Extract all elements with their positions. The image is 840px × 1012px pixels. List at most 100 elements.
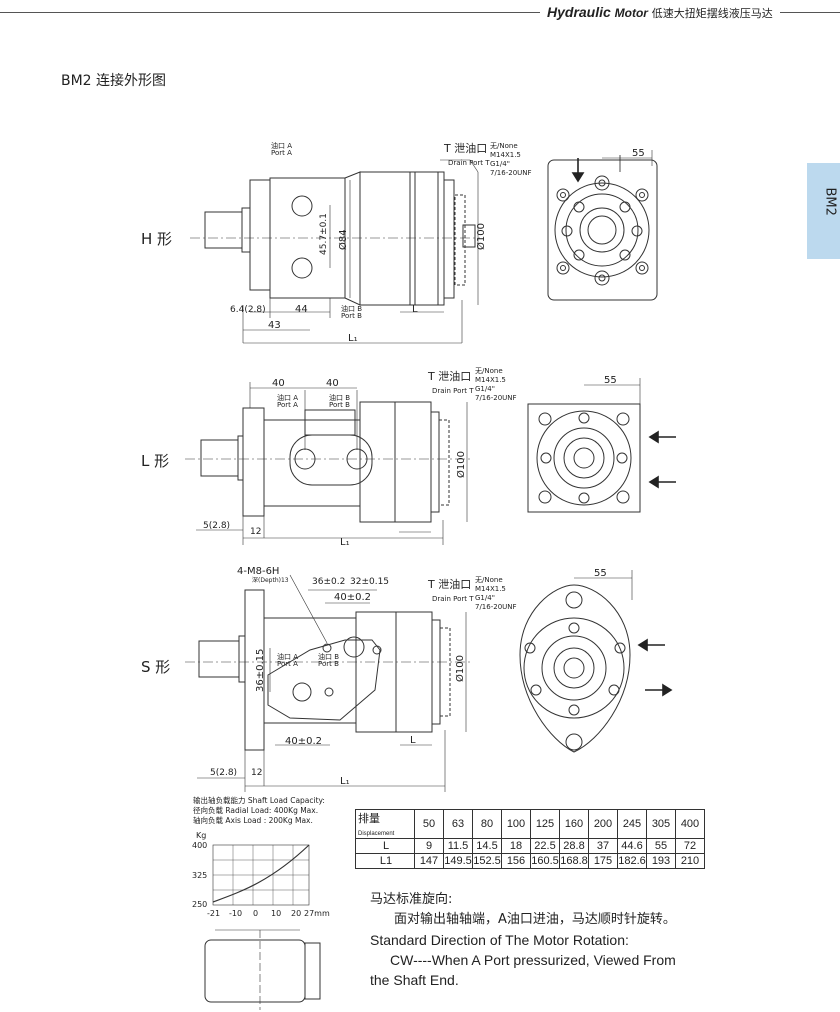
l-dim-l1: L₁ bbox=[340, 537, 350, 548]
s-dim-36: 36±0.2 bbox=[312, 577, 345, 587]
l-dim-100: Ø100 bbox=[455, 451, 467, 478]
load-xtick-4: 10 bbox=[271, 909, 281, 918]
s-port-a-cn: 油口 A bbox=[277, 652, 298, 661]
l-port-a-en: Port A bbox=[277, 401, 298, 409]
s-motor-side-view bbox=[185, 574, 470, 792]
flow-arrows bbox=[571, 155, 676, 697]
rotation-en-1: Standard Direction of The Motor Rotation… bbox=[370, 932, 629, 948]
table-cell: 210 bbox=[675, 853, 705, 869]
table-cell: 125 bbox=[530, 809, 560, 839]
rotation-en-3: the Shaft End. bbox=[370, 972, 459, 988]
s-dim-55: 55 bbox=[594, 568, 607, 579]
s-dim-12: 12 bbox=[251, 768, 262, 778]
load-ytick-250: 250 bbox=[192, 900, 207, 909]
l-motor-front-view bbox=[527, 378, 641, 513]
s-depth: 深(Depth)13 bbox=[252, 576, 289, 584]
table-row: 排量 Displacement 50 63 80 100 125 160 200… bbox=[355, 809, 705, 839]
h-drain-opt-3: G1/4" bbox=[490, 160, 510, 168]
table-cell: 72 bbox=[675, 838, 705, 854]
load-title: 输出轴负载能力 Shaft Load Capacity: bbox=[193, 796, 325, 805]
header-cn-title: 低速大扭矩摆线液压马达 bbox=[651, 7, 773, 20]
l-port-a-cn: 油口 A bbox=[277, 393, 298, 402]
table-cell: 156 bbox=[501, 853, 531, 869]
table-cell: 168.8 bbox=[559, 853, 589, 869]
h-dim-44: 44 bbox=[295, 304, 308, 315]
table-cell: 11.5 bbox=[443, 838, 473, 854]
l-drain-en: Drain Port T bbox=[432, 387, 474, 395]
shaft-sketch bbox=[204, 929, 321, 1010]
shape-l-label: L 形 bbox=[141, 452, 169, 470]
s-thread: 4-M8-6H bbox=[237, 566, 279, 577]
h-drain-en: Drain Port T bbox=[448, 159, 490, 167]
load-ytick-325: 325 bbox=[192, 871, 207, 880]
header-product: Motor bbox=[614, 6, 648, 20]
s-drain-opt-2: M14X1.5 bbox=[475, 585, 506, 593]
table-cell: 44.6 bbox=[617, 838, 647, 854]
s-dim-l1: L₁ bbox=[340, 776, 350, 787]
table-cell: 160.5 bbox=[530, 853, 560, 869]
h-drain-opt-2: M14X1.5 bbox=[490, 151, 521, 159]
load-xtick-6: 27mm bbox=[304, 909, 330, 918]
s-drain-opt-1: 无/None bbox=[475, 576, 503, 584]
rotation-cn-text: 面对输出轴轴端，A油口进油，马达顺时针旋转。 bbox=[394, 912, 676, 927]
l-drain-cn: T 泄油口 bbox=[427, 369, 471, 383]
l-dim-12: 12 bbox=[250, 527, 261, 537]
s-dim-l: L bbox=[410, 735, 416, 746]
load-xtick-2: -10 bbox=[229, 909, 242, 918]
table-cell: 22.5 bbox=[530, 838, 560, 854]
load-xtick-3: 0 bbox=[253, 909, 258, 918]
displacement-table: 排量 Displacement 50 63 80 100 125 160 200… bbox=[355, 809, 705, 869]
s-dim-36-vert: 36±0.15 bbox=[255, 649, 266, 692]
side-tab[interactable]: BM2 bbox=[807, 163, 840, 259]
h-port-b-cn: 油口 B bbox=[341, 304, 362, 313]
s-port-a-en: Port A bbox=[277, 660, 298, 668]
table-cell: 152.5 bbox=[472, 853, 502, 869]
table-cell: 149.5 bbox=[443, 853, 473, 869]
load-xtick-1: -21 bbox=[207, 909, 220, 918]
h-drain-opt-4: 7/16-20UNF bbox=[490, 169, 532, 177]
header-rule-right bbox=[780, 12, 840, 13]
l-drain-opt-2: M14X1.5 bbox=[475, 376, 506, 384]
rotation-cn-title: 马达标准旋向: bbox=[370, 892, 453, 907]
table-header-cell: L bbox=[355, 838, 415, 854]
s-drain-opt-3: G1/4" bbox=[475, 594, 495, 602]
l-port-b-en: Port B bbox=[329, 401, 350, 409]
shaft-load-text: 输出轴负载能力 Shaft Load Capacity: 径向负载 Radial… bbox=[193, 796, 325, 826]
s-port-b-en: Port B bbox=[318, 660, 339, 668]
table-cell: 160 bbox=[559, 809, 589, 839]
table-cell: 305 bbox=[646, 809, 676, 839]
disp-head-cn: 排量 bbox=[358, 813, 380, 825]
table-cell: 28.8 bbox=[559, 838, 589, 854]
load-unit: Kg bbox=[196, 831, 206, 840]
table-cell: 55 bbox=[646, 838, 676, 854]
l-dim-5: 5(2.8) bbox=[203, 521, 230, 531]
l-port-b-cn: 油口 B bbox=[329, 393, 350, 402]
h-dim-45: 45.7±0.1 bbox=[319, 213, 329, 255]
l-dim-40b: 40 bbox=[326, 378, 339, 389]
l-drain-opt-1: 无/None bbox=[475, 367, 503, 375]
h-dim-6-4: 6.4(2.8) bbox=[230, 305, 266, 315]
h-dim-l: L bbox=[412, 304, 418, 315]
table-cell: 193 bbox=[646, 853, 676, 869]
table-cell: 14.5 bbox=[472, 838, 502, 854]
l-drain-opt-3: G1/4" bbox=[475, 385, 495, 393]
table-cell: 400 bbox=[675, 809, 705, 839]
shape-h-label: H 形 bbox=[141, 230, 172, 248]
h-dim-43: 43 bbox=[268, 320, 281, 331]
table-cell: 9 bbox=[414, 838, 444, 854]
s-dim-40-bottom: 40±0.2 bbox=[285, 736, 322, 747]
table-cell: 63 bbox=[443, 809, 473, 839]
table-cell: 50 bbox=[414, 809, 444, 839]
h-dim-100: Ø100 bbox=[475, 223, 487, 250]
h-port-a-en: Port A bbox=[271, 149, 292, 157]
table-cell: 245 bbox=[617, 809, 647, 839]
s-dim-32: 32±0.15 bbox=[350, 577, 389, 587]
table-cell: 100 bbox=[501, 809, 531, 839]
load-axial: 轴向负载 Axis Load : 200Kg Max. bbox=[193, 816, 313, 825]
l-drain-opt-4: 7/16-20UNF bbox=[475, 394, 517, 402]
h-drain-opt-1: 无/None bbox=[490, 142, 518, 150]
h-port-a-cn: 油口 A bbox=[271, 141, 292, 150]
table-cell: 182.6 bbox=[617, 853, 647, 869]
table-cell: 80 bbox=[472, 809, 502, 839]
